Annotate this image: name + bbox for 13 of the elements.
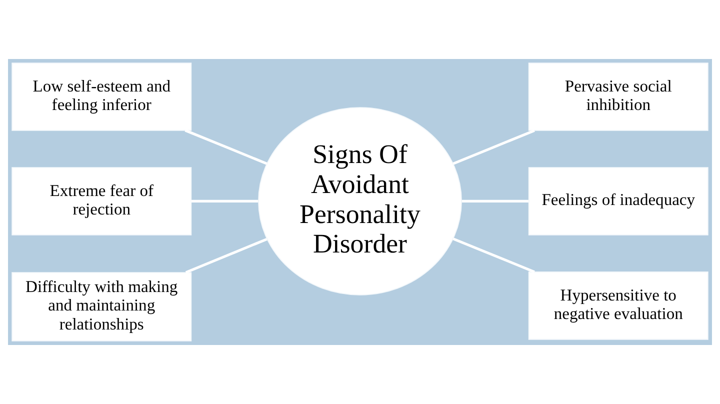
node-box: Feelings of inadequacy	[528, 167, 708, 236]
node-box: Difficulty with making and maintaining relationships	[12, 272, 192, 342]
connector	[191, 200, 258, 203]
connector	[462, 200, 529, 203]
node-box: Extreme fear of rejection	[12, 167, 192, 236]
connector	[452, 129, 535, 165]
connector	[452, 238, 535, 274]
node-box: Pervasive social inhibition	[528, 62, 708, 131]
connector	[185, 238, 268, 274]
node-box: Hypersensitive to negative evaluation	[528, 272, 708, 340]
node-box: Low self-esteem and feeling inferior	[12, 62, 192, 131]
node-circle: Signs Of Avoidant Personality Disorder	[258, 107, 462, 296]
connector	[184, 129, 268, 165]
